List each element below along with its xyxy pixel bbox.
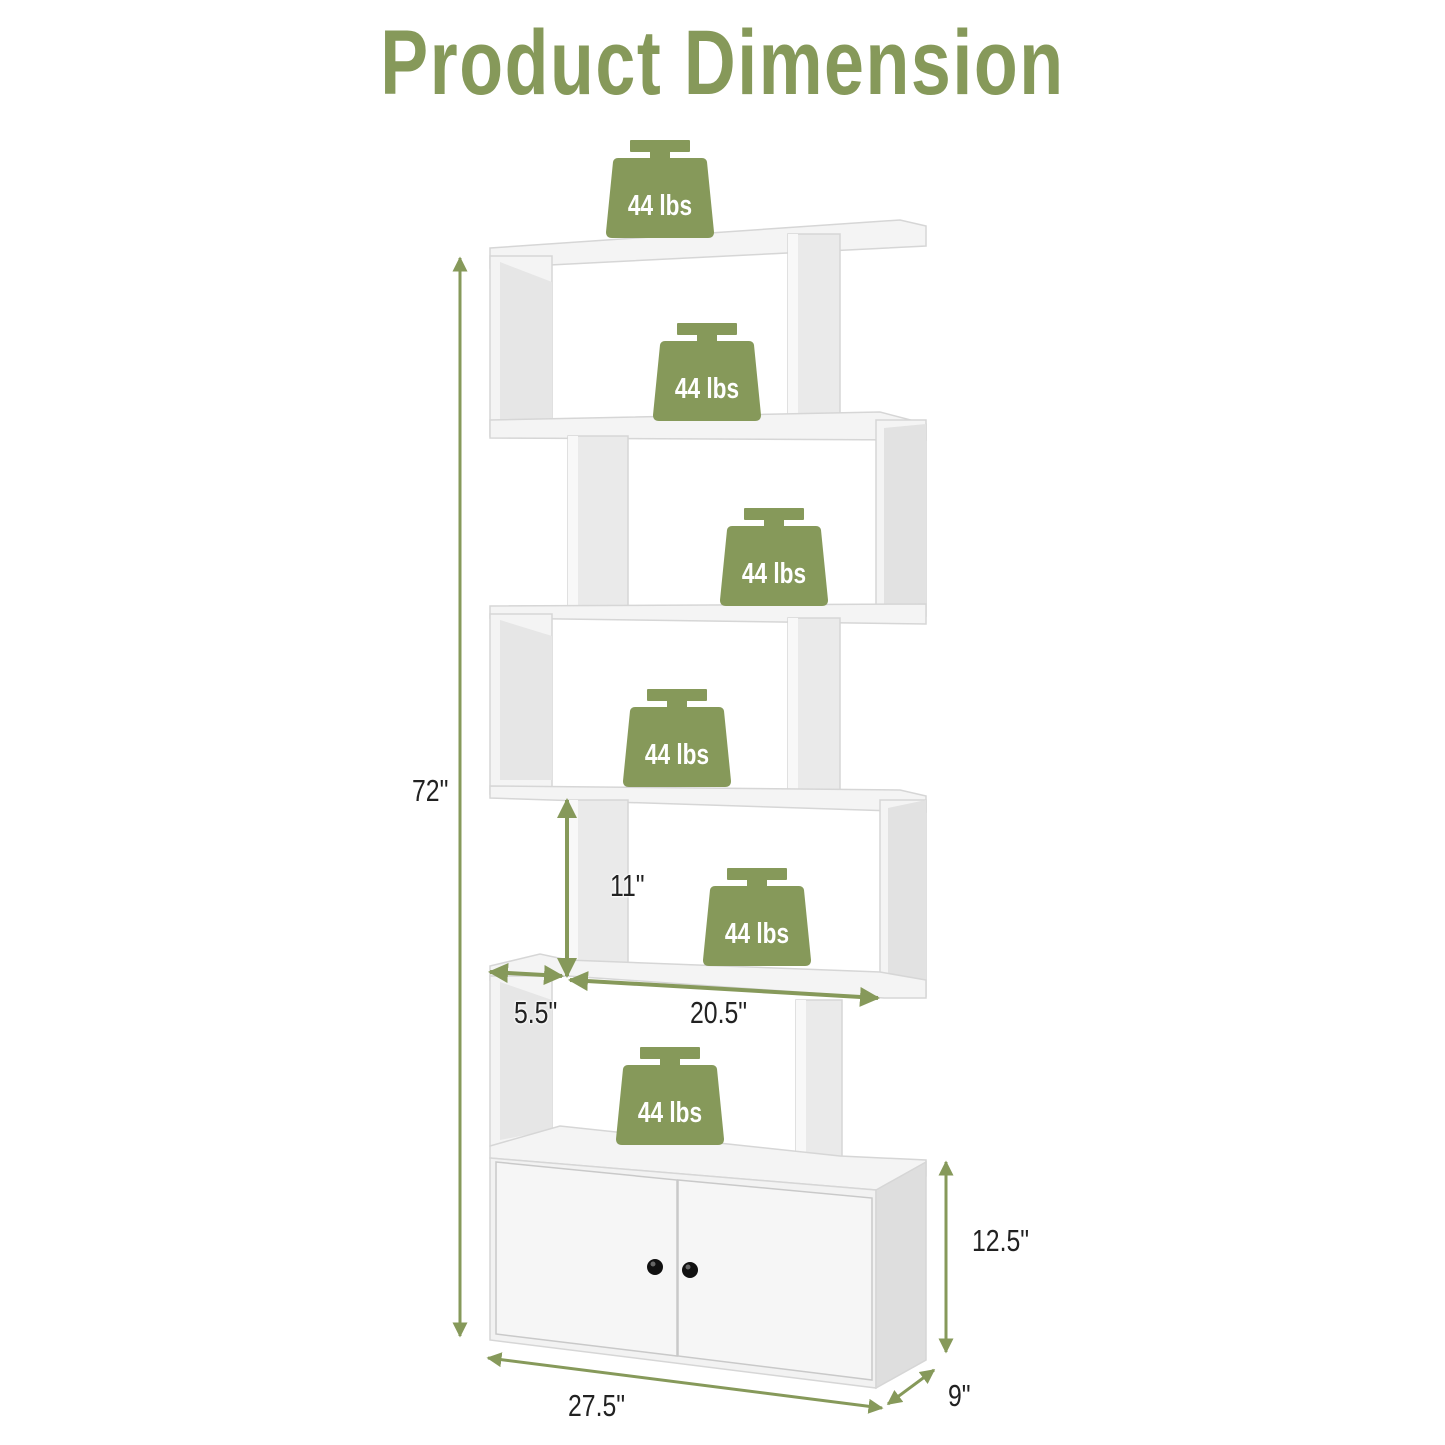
shelf-width-arrow bbox=[568, 971, 880, 1007]
dimension-arrows bbox=[452, 256, 954, 1414]
weight-label: 44 lbs bbox=[741, 558, 807, 590]
weight-icon bbox=[623, 689, 731, 787]
weight-icon bbox=[703, 868, 811, 966]
weight-icon bbox=[616, 1047, 724, 1145]
weight-label: 44 lbs bbox=[724, 918, 790, 950]
weight-icon bbox=[653, 323, 761, 421]
shelf-3-board bbox=[489, 603, 927, 625]
cabinet-door-left bbox=[495, 1161, 678, 1357]
page-title: Product Dimension bbox=[380, 12, 1065, 114]
total-height-label: 72" bbox=[412, 773, 449, 808]
weight-label: 44 lbs bbox=[674, 373, 740, 405]
depth-arrow bbox=[886, 1368, 936, 1406]
door-knob-right bbox=[682, 1262, 698, 1278]
side-depth-label: 5.5" bbox=[514, 995, 558, 1030]
shelf-4-board bbox=[489, 785, 927, 813]
cabinet-height-label: 12.5" bbox=[972, 1223, 1030, 1258]
total-width-label: 27.5" bbox=[568, 1388, 626, 1423]
shelf-height-label: 11" bbox=[610, 868, 645, 903]
depth-label: 9" bbox=[948, 1378, 971, 1413]
shelf-width-label: 20.5" bbox=[690, 995, 748, 1030]
door-knob-left bbox=[647, 1259, 663, 1275]
weight-icons bbox=[606, 140, 828, 1145]
weight-icon bbox=[720, 508, 828, 606]
total-width-arrow bbox=[486, 1352, 884, 1414]
cabinet-side bbox=[875, 1160, 927, 1390]
side-depth-arrow bbox=[488, 963, 564, 985]
weight-icon bbox=[606, 140, 714, 238]
weight-label: 44 lbs bbox=[637, 1097, 703, 1129]
weight-label: 44 lbs bbox=[644, 739, 710, 771]
weight-label: 44 lbs bbox=[627, 190, 693, 222]
cabinet-door-right bbox=[677, 1179, 873, 1381]
